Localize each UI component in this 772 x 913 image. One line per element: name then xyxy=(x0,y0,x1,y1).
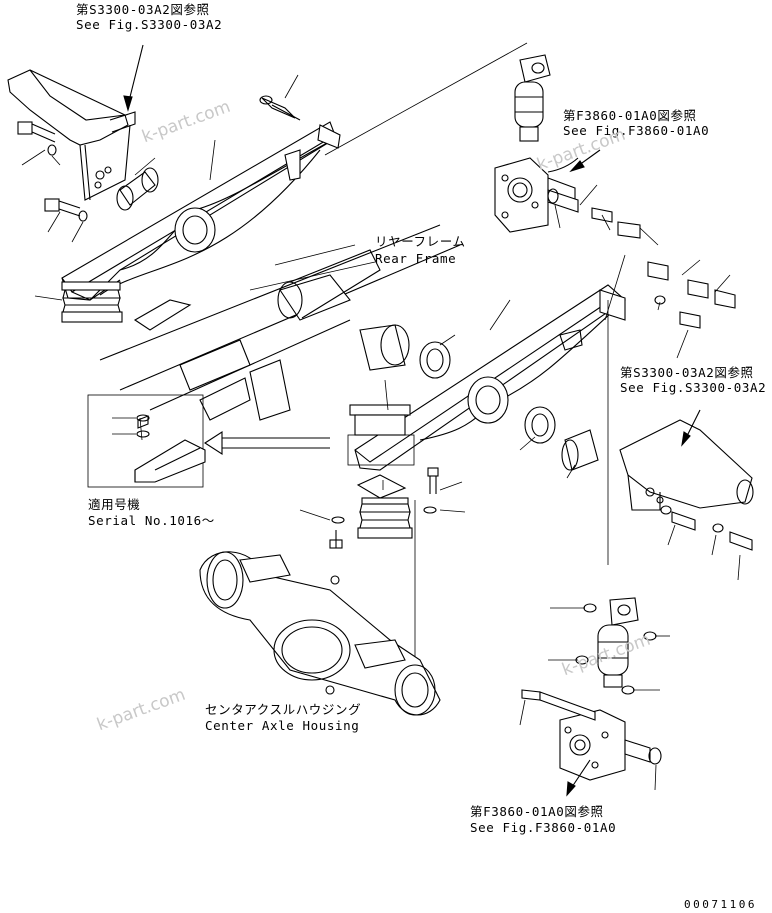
ref-bottom-en: See Fig.F3860-01A0 xyxy=(470,820,617,835)
inset-arrow xyxy=(203,430,330,456)
axle-en: Center Axle Housing xyxy=(205,718,360,733)
center-axle-housing xyxy=(199,551,441,716)
ref-mid-right-en: See Fig.S3300-03A2 xyxy=(620,380,767,395)
ref-top-right-jp: 第F3860-01A0図参照 xyxy=(563,108,697,123)
lower-cylinder xyxy=(575,597,657,695)
center-bushing xyxy=(419,341,451,379)
lower-rubber-mount xyxy=(356,474,413,539)
left-bracket xyxy=(7,69,136,201)
left-rubber-mount xyxy=(61,281,123,323)
right-swing-arm xyxy=(354,284,626,471)
left-swing-arm xyxy=(61,121,341,301)
axle-jp: センタアクスルハウジング xyxy=(205,702,362,717)
document-number: 00071106 xyxy=(684,898,757,911)
ref-top-left-jp: 第S3300-03A2図参照 xyxy=(76,2,210,17)
upper-cylinder xyxy=(514,54,551,142)
left-pin xyxy=(259,95,301,121)
rear-frame-jp: リヤーフレーム xyxy=(375,234,466,249)
ref-mid-right-jp: 第S3300-03A2図参照 xyxy=(620,365,754,380)
leader-lines xyxy=(34,42,741,797)
upper-right-small-parts xyxy=(547,188,736,329)
right-rubber-mount-upper xyxy=(347,404,415,466)
serial-en: Serial No.1016～ xyxy=(88,513,215,528)
ref-top-left-en: See Fig.S3300-03A2 xyxy=(76,17,223,32)
lower-pin xyxy=(521,689,596,721)
right-bracket xyxy=(619,419,754,551)
inset-box xyxy=(87,394,206,488)
left-bushing xyxy=(116,167,159,211)
left-bolts xyxy=(17,121,88,243)
right-bushings xyxy=(524,406,599,471)
serial-jp: 適用号機 xyxy=(88,497,141,512)
lower-cylinder-mount xyxy=(559,709,662,781)
ref-top-right-en: See Fig.F3860-01A0 xyxy=(563,123,710,138)
rear-frame-en: Rear Frame xyxy=(375,251,457,266)
ref-bottom-jp: 第F3860-01A0図参照 xyxy=(470,804,604,819)
upper-cylinder-mount xyxy=(494,157,579,233)
lower-mount-bolts xyxy=(329,467,439,660)
rear-frame xyxy=(99,224,461,421)
